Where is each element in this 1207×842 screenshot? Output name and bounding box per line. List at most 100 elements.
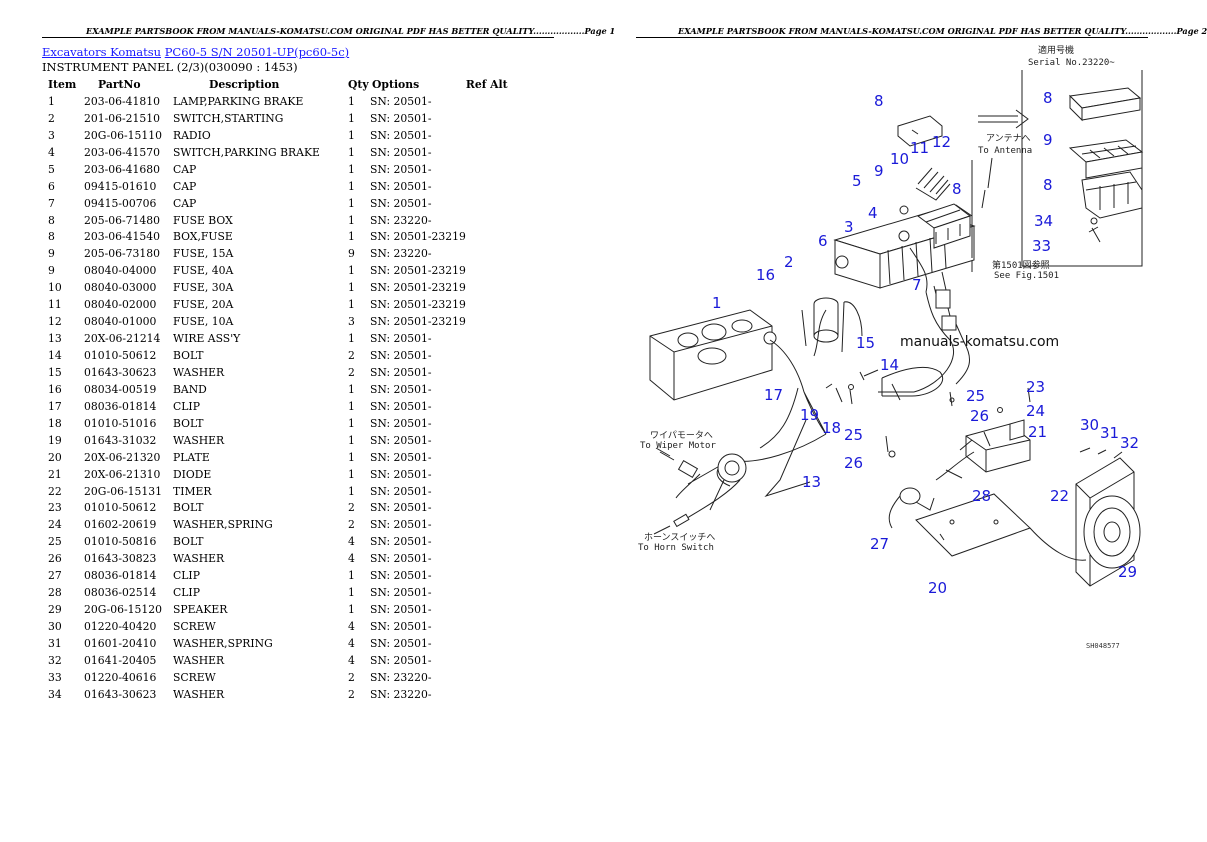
column-header-item: Item — [48, 78, 77, 91]
cell-options: SN: 20501- — [370, 653, 432, 667]
antenna-note: To Antenna — [978, 146, 1032, 156]
inset-screw — [1088, 226, 1101, 243]
cell-item: 21 — [48, 467, 62, 481]
cell-options: SN: 20501- — [370, 603, 432, 617]
cell-partno: 203-06-41570 — [84, 145, 160, 159]
cell-partno: 09415-01610 — [84, 179, 157, 193]
cell-item: 33 — [48, 670, 62, 684]
cell-partno: 01643-30623 — [84, 687, 157, 701]
cell-options: SN: 20501- — [370, 179, 432, 193]
cell-partno: 20G-06-15131 — [84, 484, 162, 498]
cell-ref-alt — [466, 432, 508, 449]
table-header-row: Item PartNo Description Qty Options Ref … — [42, 76, 508, 93]
callout-16: 16 — [756, 266, 775, 284]
cell-ref-alt — [466, 195, 508, 212]
cell-ref-alt — [466, 500, 508, 517]
breadcrumb: Excavators Komatsu PC60-5 S/N 20501-UP(p… — [42, 45, 349, 59]
cell-partno: 01643-30823 — [84, 552, 157, 566]
cell-partno: 01010-51016 — [84, 416, 157, 430]
callout-8b: 8 — [952, 180, 962, 198]
cell-item: 2 — [48, 111, 55, 125]
column-header-qty: Qty — [348, 78, 369, 91]
cell-item: 30 — [48, 620, 62, 634]
cell-qty: 1 — [348, 94, 355, 108]
speaker-part — [1075, 457, 1141, 587]
cell-description: BAND — [173, 382, 207, 396]
cell-ref-alt — [466, 279, 508, 296]
cell-item: 5 — [48, 162, 55, 176]
serial-note-text: Serial No.23220~ — [1028, 58, 1115, 68]
cell-description: WASHER,SPRING — [173, 636, 273, 650]
cell-description: FUSE, 30A — [173, 281, 234, 295]
cell-item: 18 — [48, 416, 62, 430]
cell-options: SN: 20501- — [370, 586, 432, 600]
cell-description: FUSE, 15A — [173, 247, 234, 261]
cell-ref-alt — [466, 245, 508, 262]
figure-code: SH048577 — [1086, 642, 1120, 650]
cell-item: 4 — [48, 145, 55, 159]
callout-1: 1 — [712, 294, 722, 312]
category-link[interactable]: Excavators Komatsu — [42, 45, 162, 59]
cell-qty: 1 — [348, 484, 355, 498]
cell-qty: 1 — [348, 213, 355, 227]
cell-description: WASHER — [173, 552, 225, 566]
cell-ref-alt — [466, 466, 508, 483]
cell-ref-alt — [466, 229, 508, 246]
cell-description: WASHER,SPRING — [173, 518, 273, 532]
cell-qty: 4 — [348, 620, 355, 634]
callout-31: 31 — [1100, 424, 1119, 442]
cell-options: SN: 20501- — [370, 332, 432, 346]
horn-note-jp: ホーンスイッチへ — [644, 532, 715, 543]
cell-options: SN: 23220- — [370, 213, 432, 227]
cell-ref-alt — [466, 381, 508, 398]
cell-partno: 08036-02514 — [84, 586, 157, 600]
cell-item: 19 — [48, 433, 62, 447]
screw-part — [1079, 447, 1123, 459]
cell-options: SN: 20501- — [370, 128, 432, 142]
cell-ref-alt — [466, 483, 508, 500]
cell-ref-alt — [466, 178, 508, 195]
cell-item: 9 — [48, 264, 55, 278]
cell-description: BOLT — [173, 416, 204, 430]
cell-item: 20 — [48, 450, 62, 464]
cell-partno: 203-06-41680 — [84, 162, 160, 176]
cell-ref-alt — [466, 652, 508, 669]
cell-qty: 1 — [348, 433, 355, 447]
cell-item: 26 — [48, 552, 62, 566]
cell-description: BOLT — [173, 501, 204, 515]
cell-ref-alt — [466, 618, 508, 635]
callout-26: 26 — [970, 407, 989, 425]
cell-ref-alt — [466, 584, 508, 601]
cell-qty: 3 — [348, 315, 355, 329]
callout-25b: 25 — [844, 426, 863, 444]
arrow-right-icon — [978, 109, 1029, 129]
cell-options: SN: 20501-23219 — [370, 315, 466, 329]
fuse-cover-part — [897, 115, 943, 147]
column-header-description: Description — [209, 78, 280, 91]
section-title: INSTRUMENT PANEL (2/3)(030090 : 1453) — [42, 60, 298, 74]
cap-part — [835, 255, 849, 269]
cell-qty: 4 — [348, 653, 355, 667]
cell-qty: 1 — [348, 298, 355, 312]
cell-partno: 20X-06-21214 — [84, 332, 161, 346]
callout-5: 5 — [852, 172, 862, 190]
callout-22: 22 — [1050, 487, 1069, 505]
cell-item: 14 — [48, 349, 62, 363]
model-link[interactable]: PC60-5 S/N 20501-UP(pc60-5c) — [164, 45, 350, 59]
callout-10: 10 — [890, 150, 909, 168]
cell-item: 23 — [48, 501, 62, 515]
cell-ref-alt — [466, 347, 508, 364]
callout-11: 11 — [910, 139, 929, 157]
